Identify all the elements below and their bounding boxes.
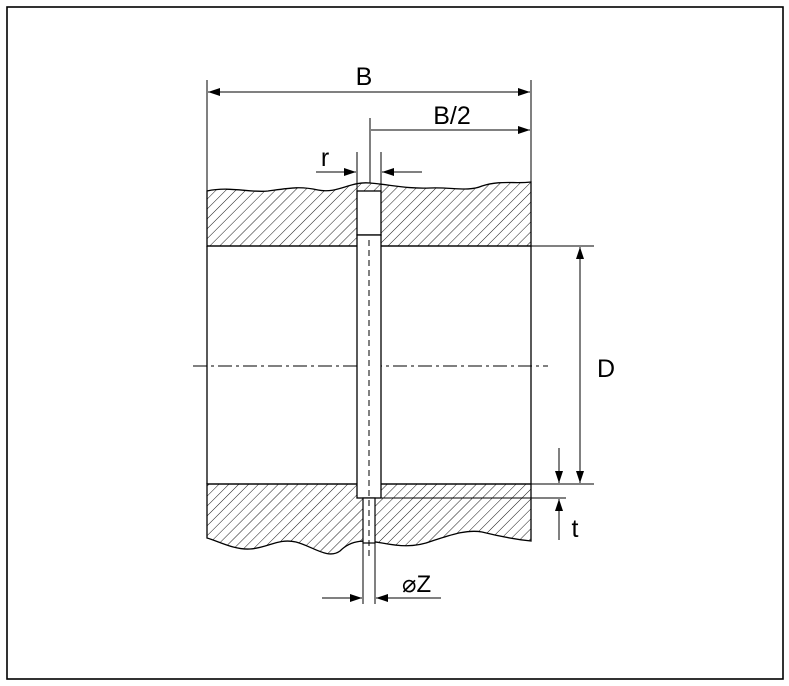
- label-b-half: B/2: [433, 102, 471, 130]
- label-z: ⌀Z: [402, 571, 431, 598]
- label-b: B: [356, 63, 373, 91]
- label-r: r: [321, 144, 329, 172]
- drawing-frame: [6, 6, 784, 680]
- label-t: t: [572, 515, 579, 543]
- label-d: D: [597, 355, 615, 383]
- upper-groove: [356, 190, 382, 236]
